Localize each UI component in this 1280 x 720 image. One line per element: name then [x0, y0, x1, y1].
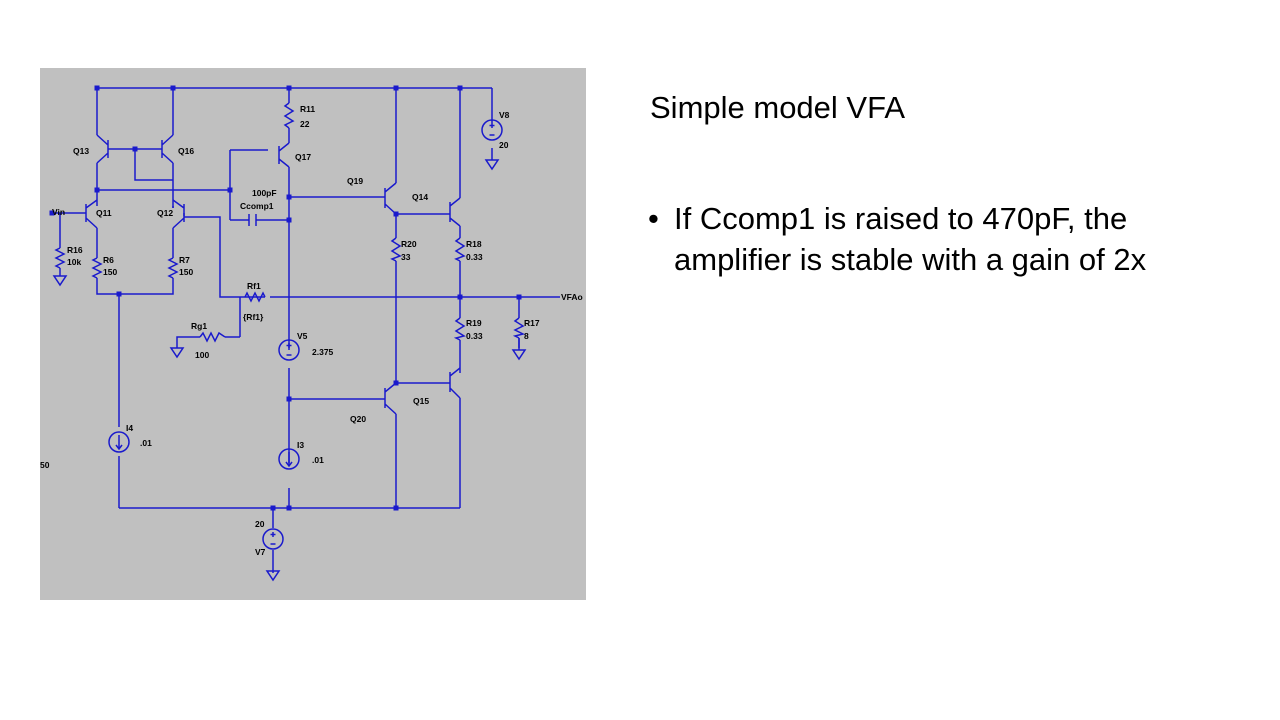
- label-i4-value: .01: [140, 438, 152, 448]
- bullet-list: • If Ccomp1 is raised to 470pF, the ampl…: [648, 198, 1208, 280]
- voltage-source-v5: [278, 339, 300, 361]
- label-v8-value: 20: [499, 140, 509, 150]
- label-q14: Q14: [412, 192, 428, 202]
- label-q15: Q15: [413, 396, 429, 406]
- schematic-labels: Q13 Q16 Q11 Q12 Vin R16 10k R6 150 R7 15…: [40, 104, 583, 557]
- label-i4: I4: [126, 423, 133, 433]
- resistor-rg1: [199, 331, 226, 343]
- label-v8: V8: [499, 110, 510, 120]
- label-i3: I3: [297, 440, 304, 450]
- label-r7: R7: [179, 255, 190, 265]
- label-q17: Q17: [295, 152, 311, 162]
- label-v7-value: 20: [255, 519, 265, 529]
- label-vfao: VFAo: [561, 292, 583, 302]
- label-rf1: Rf1: [247, 281, 261, 291]
- resistor-rf1: [244, 291, 266, 303]
- bullet-marker: •: [648, 201, 659, 236]
- label-r16: R16: [67, 245, 83, 255]
- label-r20-value: 33: [401, 252, 411, 262]
- label-r11-value: 22: [300, 119, 310, 129]
- sources: [108, 119, 503, 550]
- label-r17: R17: [524, 318, 540, 328]
- label-edge-value: 50: [40, 460, 50, 470]
- label-r19-value: 0.33: [466, 331, 483, 341]
- voltage-source-v8: [481, 119, 503, 141]
- voltage-source-v7: [262, 528, 284, 550]
- ground-icon: [169, 347, 185, 359]
- junction-dots: [49, 85, 522, 511]
- label-q13: Q13: [73, 146, 89, 156]
- label-v7: V7: [255, 547, 266, 557]
- label-r16-value: 10k: [67, 257, 81, 267]
- capacitor-ccomp1: [248, 214, 257, 226]
- current-source-i4: [108, 431, 130, 453]
- resistor-r18: [454, 237, 466, 262]
- label-r19: R19: [466, 318, 482, 328]
- ground-icon: [265, 570, 281, 582]
- slide-title: Simple model VFA: [650, 90, 905, 125]
- label-rg1: Rg1: [191, 321, 207, 331]
- label-ccomp1: Ccomp1: [240, 201, 274, 211]
- resistor-r20: [390, 237, 402, 262]
- resistor-r16: [54, 247, 66, 269]
- label-r7-value: 150: [179, 267, 193, 277]
- label-q12: Q12: [157, 208, 173, 218]
- ground-symbols: [52, 159, 527, 582]
- resistors: [54, 102, 526, 343]
- label-r6-value: 150: [103, 267, 117, 277]
- circuit-wires: [52, 87, 560, 573]
- label-q20: Q20: [350, 414, 366, 424]
- label-q11: Q11: [96, 208, 112, 218]
- label-q19: Q19: [347, 176, 363, 186]
- resistor-r11: [283, 102, 295, 129]
- label-r18-value: 0.33: [466, 252, 483, 262]
- bullet-text: If Ccomp1 is raised to 470pF, the amplif…: [674, 201, 1147, 277]
- label-ccomp1-value: 100pF: [252, 188, 277, 198]
- schematic-svg: Q13 Q16 Q11 Q12 Vin R16 10k R6 150 R7 15…: [40, 85, 583, 582]
- label-r17-value: 8: [524, 331, 529, 341]
- circuit-schematic: Q13 Q16 Q11 Q12 Vin R16 10k R6 150 R7 15…: [40, 68, 586, 600]
- label-q16: Q16: [178, 146, 194, 156]
- current-source-i3: [278, 448, 300, 470]
- label-i3-value: .01: [312, 455, 324, 465]
- label-vin: Vin: [52, 207, 65, 217]
- label-v5: V5: [297, 331, 308, 341]
- ground-icon: [511, 349, 527, 361]
- label-r11: R11: [300, 104, 315, 114]
- resistor-r17: [512, 317, 526, 339]
- ground-icon: [484, 159, 500, 171]
- resistor-r19: [453, 317, 466, 341]
- label-rg1-value: 100: [195, 350, 209, 360]
- resistor-r6: [91, 257, 103, 279]
- label-rf1-value: {Rf1}: [243, 312, 264, 322]
- resistor-r7: [167, 257, 179, 279]
- label-v5-value: 2.375: [312, 347, 334, 357]
- label-r18: R18: [466, 239, 482, 249]
- label-r20: R20: [401, 239, 417, 249]
- bullet-item: • If Ccomp1 is raised to 470pF, the ampl…: [648, 198, 1208, 280]
- label-r6: R6: [103, 255, 114, 265]
- ground-icon: [52, 275, 68, 287]
